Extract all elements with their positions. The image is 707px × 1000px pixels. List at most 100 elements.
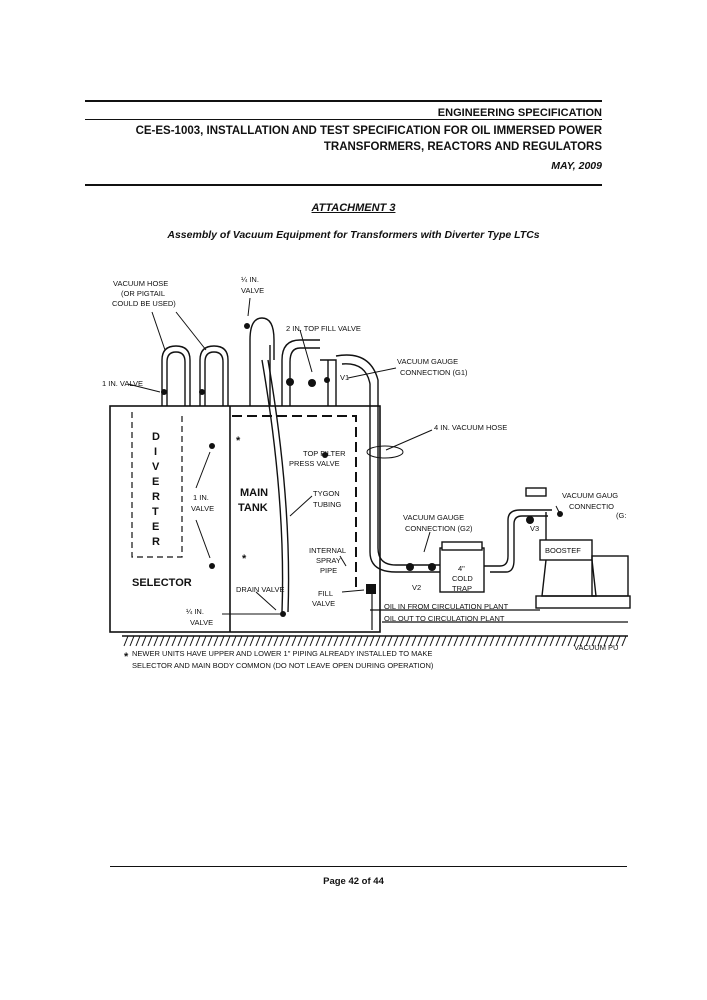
hatch-mark xyxy=(291,635,297,647)
fill-valve-label-1: FILL xyxy=(318,589,333,598)
hatch-mark xyxy=(441,635,447,647)
spec-type-title: ENGINEERING SPECIFICATION xyxy=(437,107,602,119)
hatch-mark xyxy=(609,635,615,647)
hatch-mark xyxy=(345,635,351,647)
hatch-mark xyxy=(495,635,501,647)
hatch-mark xyxy=(285,635,291,647)
hatch-mark xyxy=(195,635,201,647)
document-title-line1: CE-ES-1003, INSTALLATION AND TEST SPECIF… xyxy=(135,125,602,137)
hatch-mark xyxy=(531,635,537,647)
v2-label: V2 xyxy=(412,583,421,592)
hatch-mark xyxy=(435,635,441,647)
hatch-mark xyxy=(561,635,567,647)
hatch-mark xyxy=(303,635,309,647)
hatch-mark xyxy=(489,635,495,647)
hatch-mark xyxy=(255,635,261,647)
hatch-mark xyxy=(519,635,525,647)
quarter-valve-bottom-label-1: ¼ IN. xyxy=(186,607,204,616)
note-line-2: SELECTOR AND MAIN BODY COMMON (DO NOT LE… xyxy=(132,661,434,670)
diverter-letter: R xyxy=(152,536,160,548)
hatch-mark xyxy=(573,635,579,647)
header-top-rule xyxy=(85,100,602,102)
hatch-mark xyxy=(333,635,339,647)
oil-in-label: OIL IN FROM CIRCULATION PLANT xyxy=(384,602,509,611)
asterisk-top: * xyxy=(236,435,241,447)
hatch-mark xyxy=(339,635,345,647)
transformer-body xyxy=(109,405,381,633)
hatch-mark xyxy=(297,635,303,647)
hatch-mark xyxy=(183,635,189,647)
hatch-mark xyxy=(231,635,237,647)
diverter-letter: T xyxy=(152,506,159,518)
main-tank-label-2: TANK xyxy=(238,502,268,514)
vacuum-hose-label-3: COULD BE USED) xyxy=(112,299,176,308)
tygon-label-2: TUBING xyxy=(313,500,342,509)
quarter-valve-top-label-1: ¼ IN. xyxy=(241,275,259,284)
footer-rule xyxy=(110,866,627,867)
hatch-mark xyxy=(225,635,231,647)
hatch-mark xyxy=(393,635,399,647)
vacuum-gauge-g1-label-1: VACUUM GAUGE xyxy=(397,357,458,366)
hatch-mark xyxy=(543,635,549,647)
hatch-mark xyxy=(555,635,561,647)
vacuum-hose-label-1: VACUUM HOSE xyxy=(113,279,168,288)
hatch-mark xyxy=(585,635,591,647)
hatch-mark xyxy=(501,635,507,647)
hatch-mark xyxy=(453,635,459,647)
hatch-mark xyxy=(189,635,195,647)
hatch-mark xyxy=(327,635,333,647)
diverter-letters: D I V E R T E R xyxy=(152,431,160,548)
hatch-mark xyxy=(135,635,141,647)
hatch-mark xyxy=(471,635,477,647)
hatch-mark xyxy=(201,635,207,647)
hatch-mark xyxy=(387,635,393,647)
internal-spray-label-1: INTERNAL xyxy=(309,546,346,555)
diverter-letter: D xyxy=(152,431,160,443)
hatch-mark xyxy=(417,635,423,647)
hatch-mark xyxy=(177,635,183,647)
hatch-mark xyxy=(447,635,453,647)
quarter-valve-top-label-2: VALVE xyxy=(241,286,264,295)
hatch-mark xyxy=(579,635,585,647)
hatch-mark xyxy=(597,635,603,647)
top-fill-valve-label: 2 IN. TOP FILL VALVE xyxy=(286,324,361,333)
hatch-mark xyxy=(381,635,387,647)
vacuum-equipment xyxy=(439,487,631,609)
hatch-mark xyxy=(615,635,621,647)
hatch-mark xyxy=(207,635,213,647)
internal-spray-label-3: PIPE xyxy=(320,566,337,575)
hatch-mark xyxy=(405,635,411,647)
selector-label: SELECTOR xyxy=(132,577,192,589)
hatch-mark xyxy=(549,635,555,647)
hatch-mark xyxy=(621,635,627,647)
vacuum-gauge-g3-label-1: VACUUM GAUG xyxy=(562,491,618,500)
quarter-valve-bottom-label-2: VALVE xyxy=(190,618,213,627)
hatch-mark xyxy=(165,635,171,647)
hatch-mark xyxy=(513,635,519,647)
hatch-mark xyxy=(273,635,279,647)
vacuum-hose-label-2: (OR PIGTAIL xyxy=(121,289,165,298)
drain-valve-label: DRAIN VALVE xyxy=(236,585,285,594)
hatch-mark xyxy=(159,635,165,647)
circulation-lines xyxy=(370,594,628,630)
asterisk-bottom: * xyxy=(242,553,247,565)
vacuum-pump-label: VACUUM PU xyxy=(574,643,618,652)
top-filter-label-2: PRESS VALVE xyxy=(289,459,340,468)
header-mid-rule xyxy=(85,119,602,120)
hatch-mark xyxy=(591,635,597,647)
hatch-mark xyxy=(357,635,363,647)
document-title-line2: TRANSFORMERS, REACTORS AND REGULATORS xyxy=(323,141,602,153)
hatch-mark xyxy=(411,635,417,647)
tygon-label-1: TYGON xyxy=(313,489,340,498)
hatch-mark xyxy=(147,635,153,647)
v1-label: V1 xyxy=(340,373,349,382)
hatch-mark xyxy=(309,635,315,647)
document-date: MAY, 2009 xyxy=(551,160,602,172)
leader-lines xyxy=(127,297,561,615)
vacuum-gauge-g2-label-1: VACUUM GAUGE xyxy=(403,513,464,522)
hatch-mark xyxy=(525,635,531,647)
vacuum-gauge-g2-label-2: CONNECTION (G2) xyxy=(405,524,473,533)
hatch-mark xyxy=(219,635,225,647)
hatch-mark xyxy=(423,635,429,647)
